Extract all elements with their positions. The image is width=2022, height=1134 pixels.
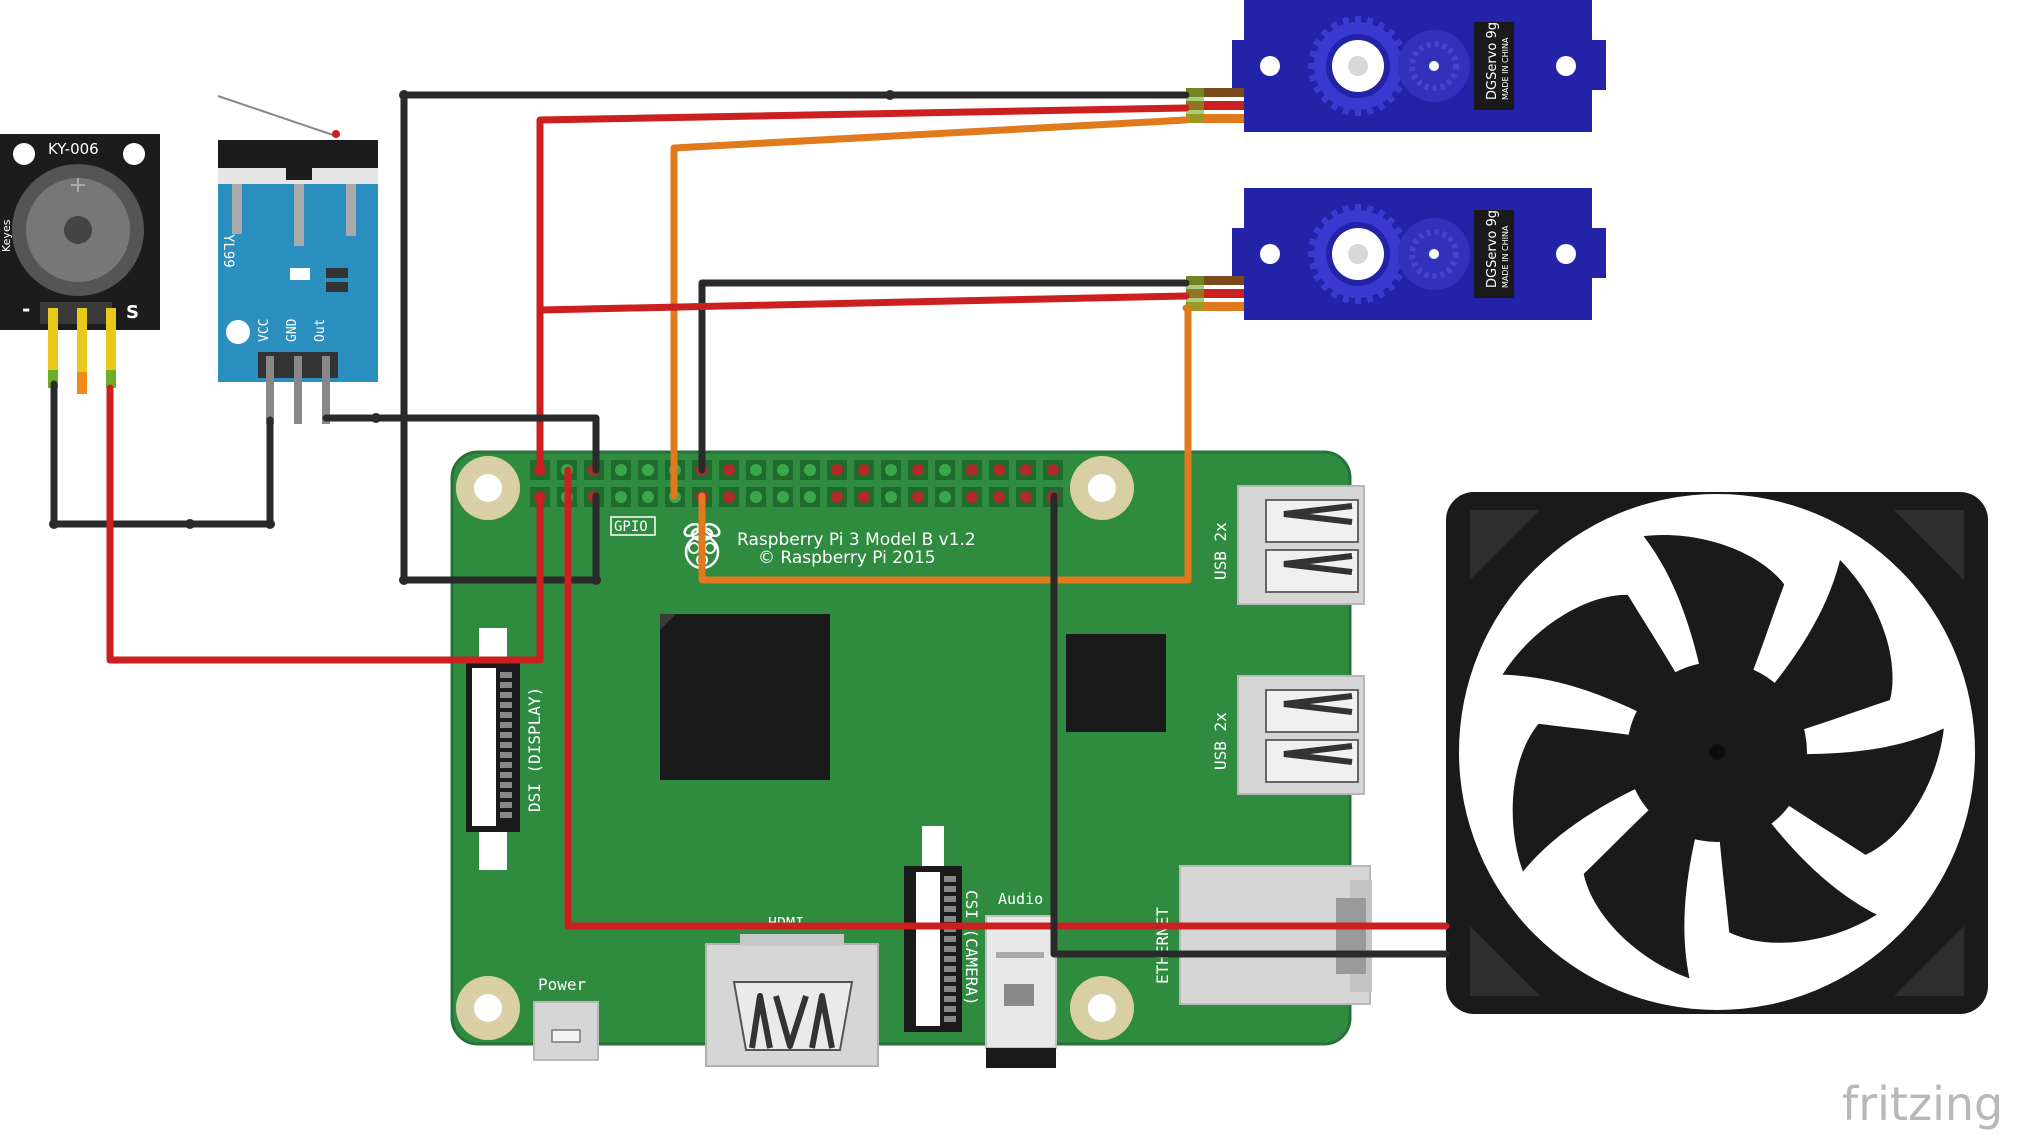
sensor-model-label: YL99 — [220, 234, 236, 268]
mounting-hole — [456, 456, 520, 520]
buzzer-pin — [77, 308, 87, 394]
buzzer-module: KY-006 Keyes - S — [0, 134, 160, 394]
servo-sublabel: MADE IN CHINA — [1501, 225, 1510, 288]
sensor-pin-vcc-label: VCC — [257, 319, 272, 342]
board-copyright: © Raspberry Pi 2015 — [758, 548, 936, 568]
buzzer-brand-label: Keyes — [0, 219, 13, 252]
board-title: Raspberry Pi 3 Model B v1.2 — [737, 530, 976, 550]
wire-servo2-vcc — [536, 292, 1190, 314]
sensor-pin-gnd-label: GND — [285, 318, 300, 342]
mounting-hole — [1070, 976, 1134, 1040]
wire-fan-vcc — [564, 466, 1450, 930]
usb-port-top — [1237, 485, 1365, 605]
dsi-label: DSI (DISPLAY) — [525, 687, 544, 812]
raspberry-pi-board: GPIO Raspberry Pi 3 Model B v1.2 © Raspb… — [450, 450, 1372, 1068]
audio-jack — [985, 915, 1057, 1068]
power-label: Power — [538, 975, 587, 994]
csi-label: CSI (CAMERA) — [962, 890, 981, 1006]
wire-buzzer-signal — [106, 384, 544, 664]
gpio-label-box — [610, 516, 656, 536]
mounting-hole — [1070, 456, 1134, 520]
gpio-header — [530, 460, 1063, 507]
servo-label: DGServo 9g — [1485, 210, 1500, 288]
usb-port-bottom — [1237, 675, 1365, 795]
sensor-pin-out-label: Out — [313, 319, 328, 342]
ethernet-port — [1179, 865, 1372, 1005]
wire-fan-gnd — [1050, 492, 1450, 958]
soc-chip — [660, 614, 830, 780]
usb-label-top: USB 2x — [1211, 522, 1230, 580]
usb-label-bottom: USB 2x — [1211, 712, 1230, 770]
buzzer-minus-label: - — [22, 297, 30, 321]
buzzer-pin — [106, 308, 116, 388]
wire-sensor-out — [322, 414, 600, 474]
buzzer-pin — [48, 308, 58, 388]
wire-junctions — [49, 90, 895, 585]
servo-sublabel: MADE IN CHINA — [1501, 37, 1510, 100]
buzzer-model-label: KY-006 — [48, 140, 99, 158]
fritzing-watermark: fritzing — [1842, 1077, 2003, 1131]
wire-servo2-gnd — [698, 279, 1190, 474]
mounting-hole — [456, 976, 520, 1040]
gear-icon — [1308, 204, 1408, 304]
wire-servo2-signal — [698, 304, 1192, 584]
wire-servo1-vcc — [536, 104, 1190, 474]
sensor-lever — [217, 95, 337, 137]
servo-label: DGServo 9g — [1485, 22, 1500, 100]
gear-icon — [1308, 16, 1408, 116]
power-port — [533, 1001, 599, 1061]
cooling-fan — [1446, 492, 1988, 1014]
wire-sensor-vcc — [50, 380, 274, 528]
sensor-module: YL99 VCC GND Out — [217, 95, 378, 424]
hdmi-port — [705, 934, 879, 1067]
wire-servo1-signal — [670, 116, 1190, 500]
wires — [50, 91, 1450, 958]
buzzer-s-label: S — [126, 302, 139, 323]
ethernet-label: ETHERNET — [1153, 907, 1172, 984]
audio-label: Audio — [998, 890, 1043, 908]
gpio-label: GPIO — [614, 519, 648, 535]
dsi-connector — [466, 628, 520, 870]
lan-chip — [1066, 634, 1166, 732]
